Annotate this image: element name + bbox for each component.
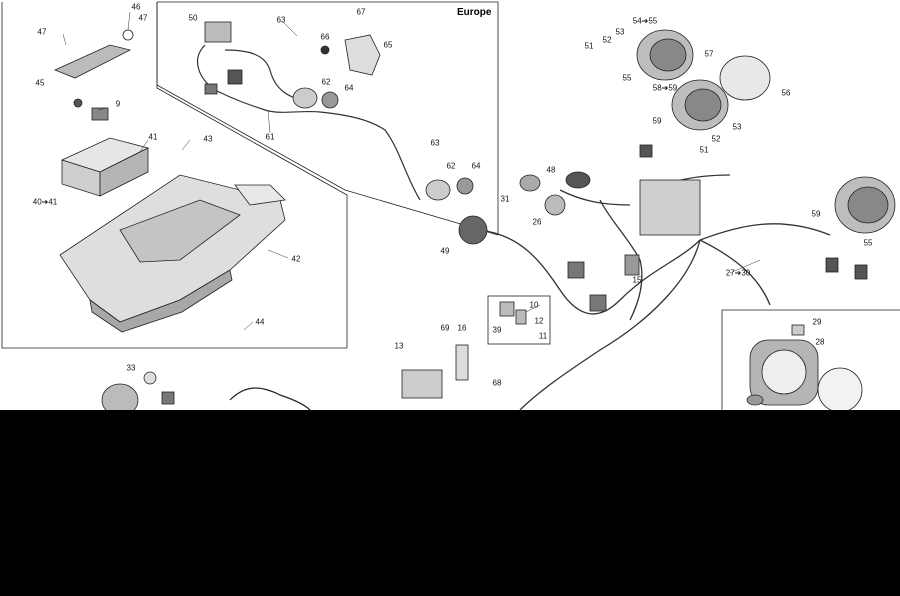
connector-inset-border xyxy=(487,295,551,345)
callout-27-30: 27➔30 xyxy=(725,268,751,278)
callout-68: 68 xyxy=(492,378,502,388)
callout-62: 62 xyxy=(446,161,456,171)
callout-15: 15 xyxy=(632,275,642,285)
main-harness xyxy=(479,174,831,410)
callout-59: 59 xyxy=(811,209,821,219)
diagram-drawing xyxy=(1,1,900,410)
callout-67: 67 xyxy=(356,7,366,17)
callout-42: 42 xyxy=(291,254,301,264)
callout-49: 49 xyxy=(440,246,450,256)
callout-11: 11 xyxy=(538,331,548,341)
left-inset-border xyxy=(1,2,348,349)
tail-light-parts xyxy=(101,371,311,410)
callout-52: 52 xyxy=(711,134,721,144)
callout-53: 53 xyxy=(732,122,742,132)
callout-65: 65 xyxy=(383,40,393,50)
battery xyxy=(60,137,150,197)
europe-harness xyxy=(197,44,421,201)
callout-63: 63 xyxy=(276,15,286,25)
callout-43: 43 xyxy=(203,134,213,144)
callout-9: 9 xyxy=(115,99,121,109)
callout-61: 61 xyxy=(265,132,275,142)
callout-33: 33 xyxy=(126,363,136,373)
callout-64: 64 xyxy=(471,161,481,171)
callout-69: 69 xyxy=(440,323,450,333)
callout-48: 48 xyxy=(546,165,556,175)
callout-58-59: 58➔59 xyxy=(652,83,678,93)
right-inset-border xyxy=(721,309,900,410)
callout-47: 47 xyxy=(138,13,148,23)
callout-13: 13 xyxy=(394,341,404,351)
callout-46: 46 xyxy=(131,2,141,12)
gauge-assembly xyxy=(746,324,863,410)
callout-39: 39 xyxy=(492,325,502,335)
callout-64: 64 xyxy=(344,83,354,93)
headlights xyxy=(636,29,896,280)
callout-52: 52 xyxy=(602,35,612,45)
callout-31: 31 xyxy=(500,194,510,204)
europe-components xyxy=(204,21,474,201)
callout-47: 47 xyxy=(37,27,47,37)
empty-black-area xyxy=(0,410,900,596)
callout-26: 26 xyxy=(532,217,542,227)
battery-tray xyxy=(59,174,286,333)
parts-diagram: Europe 46 47 47 45 9 41 43 40➔41 42 44 5… xyxy=(0,0,900,410)
callout-63: 63 xyxy=(430,138,440,148)
europe-label: Europe xyxy=(457,7,492,18)
callout-45: 45 xyxy=(35,78,45,88)
leader-lines xyxy=(62,11,761,331)
callout-40-41: 40➔41 xyxy=(32,197,58,207)
callout-56: 56 xyxy=(781,88,791,98)
callout-55: 55 xyxy=(622,73,632,83)
callout-66: 66 xyxy=(320,32,330,42)
callout-28: 28 xyxy=(815,337,825,347)
callout-51: 51 xyxy=(699,145,709,155)
callout-62: 62 xyxy=(321,77,331,87)
callout-55: 55 xyxy=(863,238,873,248)
callout-12: 12 xyxy=(534,316,544,326)
callout-41: 41 xyxy=(148,132,158,142)
callout-53: 53 xyxy=(615,27,625,37)
callout-50: 50 xyxy=(188,13,198,23)
callout-57: 57 xyxy=(704,49,714,59)
battery-bracket xyxy=(53,29,134,121)
callout-44: 44 xyxy=(255,317,265,327)
callout-51: 51 xyxy=(584,41,594,51)
callout-29: 29 xyxy=(812,317,822,327)
callout-59: 59 xyxy=(652,116,662,126)
callout-10: 10 xyxy=(529,300,539,310)
harness-components xyxy=(401,171,701,399)
callout-54-55: 54➔55 xyxy=(632,16,658,26)
callout-16: 16 xyxy=(457,323,467,333)
